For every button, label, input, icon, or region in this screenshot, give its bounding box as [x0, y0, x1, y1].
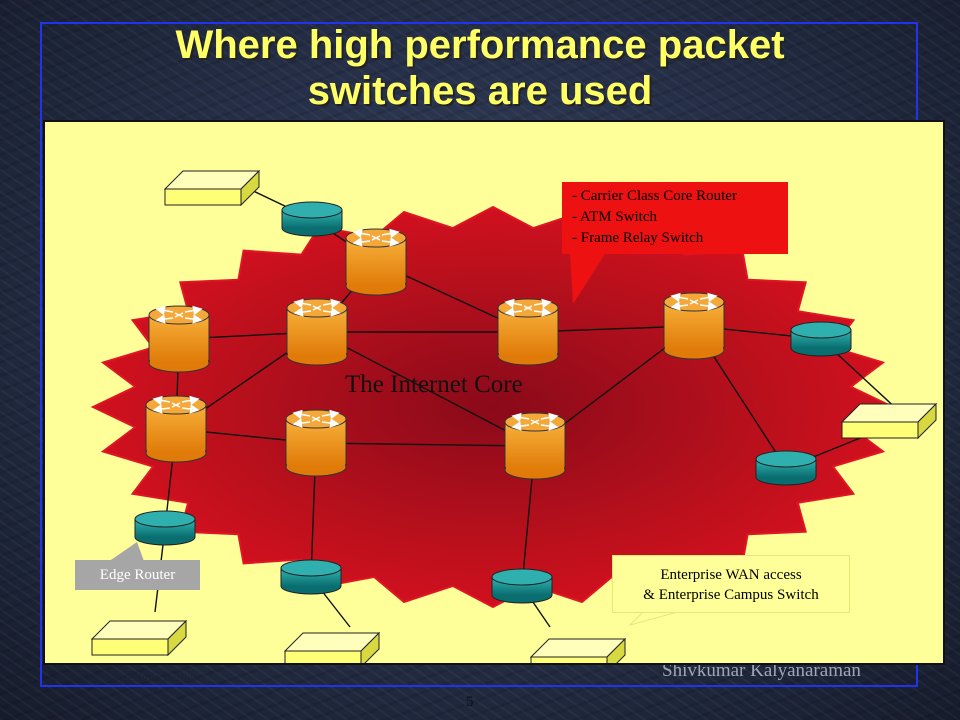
edge-router-icon: [790, 321, 852, 357]
edge-router-icon: [281, 201, 343, 237]
core-callout-pointer: [570, 254, 605, 304]
network-link: [315, 442, 536, 447]
core-router-icon: [148, 305, 210, 373]
edge-router-icon: [491, 568, 553, 604]
network-diagram-svg: [90, 169, 938, 663]
network-diagram: The Internet Core - Carrier Class Core R…: [43, 120, 945, 665]
core-router-icon: [504, 412, 566, 480]
core-router-icon: [286, 298, 348, 366]
edge-router-icon: [280, 559, 342, 595]
core-router-icon: [663, 292, 725, 360]
callout-enterprise-line-2: & Enterprise Campus Switch: [643, 587, 819, 603]
core-router-icon: [497, 298, 559, 366]
edge-callout-pointer: [105, 542, 145, 564]
slide-title: Where high performance packet switches a…: [60, 22, 900, 114]
core-router-icon: [145, 395, 207, 463]
core-router-icon: [285, 409, 347, 477]
callout-core-line-1: - Carrier Class Core Router: [572, 188, 737, 204]
author-name: Shivkumar Kalyanaraman: [662, 660, 861, 681]
title-line-1: Where high performance packet: [175, 23, 785, 67]
page-number: 5: [466, 694, 474, 710]
internet-core-label: The Internet Core: [345, 371, 523, 398]
callout-enterprise-line-1: Enterprise WAN access: [660, 567, 802, 583]
host-box-icon: [840, 402, 938, 440]
host-box-icon: [163, 169, 261, 207]
core-router-callout: - Carrier Class Core Router - ATM Switch…: [562, 182, 788, 254]
edge-router-icon: [134, 510, 196, 546]
host-box-icon: [529, 637, 627, 663]
institution-name: Rensselaer Polytechnic Institute: [48, 670, 202, 684]
network-link: [316, 331, 536, 447]
host-box-icon: [90, 619, 188, 657]
edge-router-callout: Edge Router: [75, 560, 200, 590]
enterprise-callout: Enterprise WAN access & Enterprise Campu…: [612, 555, 850, 613]
title-line-2: switches are used: [307, 69, 653, 113]
edge-router-icon: [755, 450, 817, 486]
callout-core-line-2: - ATM Switch: [572, 209, 658, 225]
core-router-icon: [345, 228, 407, 296]
callout-core-line-3: - Frame Relay Switch: [572, 230, 704, 246]
host-box-icon: [283, 631, 381, 663]
internet-core-cloud: [90, 205, 896, 609]
